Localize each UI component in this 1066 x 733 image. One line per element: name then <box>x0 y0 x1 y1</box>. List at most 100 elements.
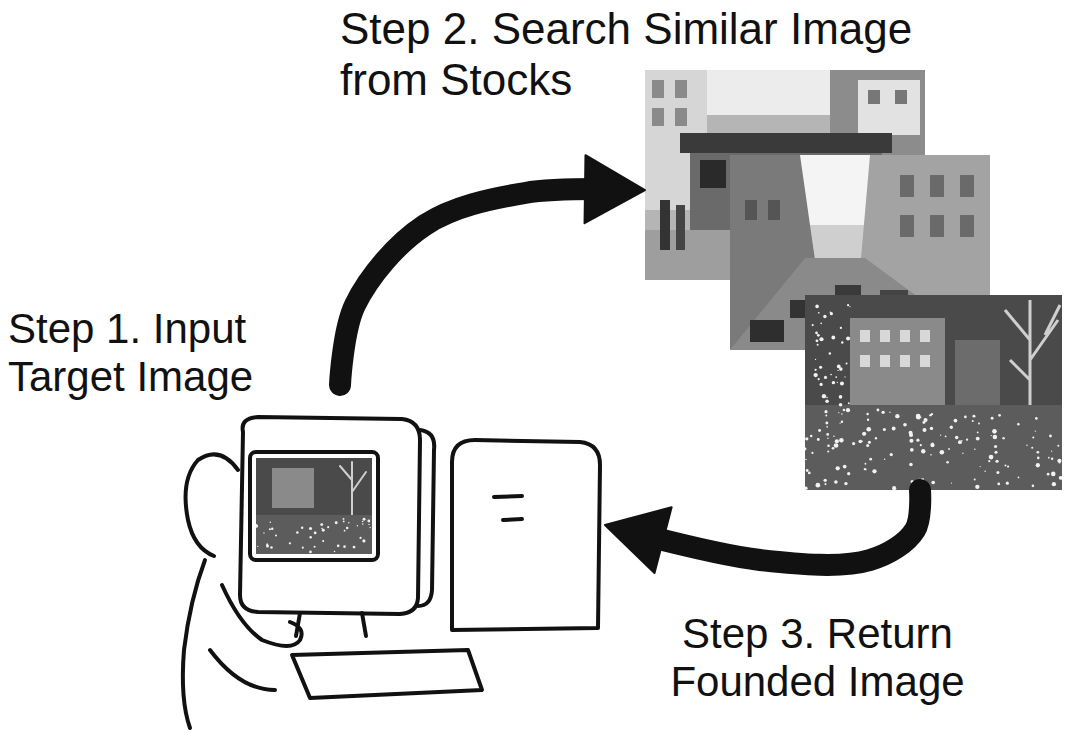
light-dot <box>989 455 994 460</box>
light-dot <box>816 483 821 488</box>
light-dot <box>994 451 997 454</box>
light-dot <box>815 359 816 360</box>
light-dot <box>321 528 323 530</box>
light-dot <box>945 436 947 438</box>
light-dot <box>869 458 872 461</box>
light-dot <box>832 381 835 384</box>
light-dot <box>353 546 356 549</box>
light-dot <box>852 442 855 445</box>
light-dot <box>921 449 925 453</box>
light-dot <box>362 523 364 525</box>
light-dot <box>996 471 999 474</box>
light-dot <box>930 454 932 456</box>
light-dot <box>994 445 997 448</box>
light-dot <box>813 373 817 377</box>
light-dot <box>863 433 866 436</box>
step-text: Step 2. Search Similar Image from Stocks <box>340 4 1010 105</box>
light-dot <box>847 472 850 475</box>
light-dot <box>334 551 336 553</box>
light-dot <box>830 374 832 376</box>
light-dot <box>834 443 839 448</box>
light-dot <box>808 472 811 475</box>
light-dot <box>974 449 976 451</box>
light-dot <box>296 531 299 534</box>
light-dot <box>831 336 835 340</box>
light-dot <box>834 480 838 484</box>
light-dot <box>335 521 338 524</box>
light-dot <box>872 469 876 473</box>
light-dot <box>816 339 819 342</box>
light-dot <box>972 420 974 422</box>
light-dot <box>848 402 850 404</box>
arrow-head <box>605 507 672 573</box>
light-dot <box>368 524 369 525</box>
light-dot <box>825 415 827 417</box>
light-dot <box>810 435 812 437</box>
light-dot <box>940 435 941 436</box>
light-dot <box>931 481 935 485</box>
light-dot <box>1002 437 1004 439</box>
monitor-stand <box>296 613 366 636</box>
light-dot <box>974 479 976 481</box>
light-dot <box>825 422 828 425</box>
light-dot <box>951 482 952 483</box>
tower <box>452 440 600 630</box>
light-dot <box>1037 451 1040 454</box>
light-dot <box>916 414 921 419</box>
light-dot <box>337 544 340 547</box>
person-arm <box>210 585 302 690</box>
light-dot <box>815 332 818 335</box>
light-dot <box>817 438 820 441</box>
light-dot <box>862 432 866 436</box>
brush-arrow <box>340 155 645 385</box>
light-dot <box>868 441 871 444</box>
step-text: Step 3. Return Founded Image <box>645 610 990 707</box>
light-dot <box>846 336 850 340</box>
light-dot <box>922 428 926 432</box>
light-dot <box>357 525 358 526</box>
light-dot <box>327 526 329 528</box>
light-dot <box>862 441 863 442</box>
light-dot <box>818 378 820 380</box>
light-dot <box>1035 431 1036 432</box>
light-dot <box>909 439 913 443</box>
light-dot <box>827 451 829 453</box>
light-dot <box>950 426 953 429</box>
light-dot <box>980 466 981 467</box>
light-dot <box>302 547 304 549</box>
light-dot <box>348 522 349 523</box>
light-dot <box>369 527 370 528</box>
light-dot <box>805 437 808 440</box>
light-dot <box>1005 464 1007 466</box>
light-dot <box>838 412 839 413</box>
light-dot <box>818 312 820 314</box>
light-dot <box>840 327 842 329</box>
light-dot <box>903 423 907 427</box>
light-dot <box>1036 463 1040 467</box>
light-dot <box>822 394 826 398</box>
light-dot <box>993 435 998 440</box>
light-dot <box>826 433 829 436</box>
light-dot <box>988 460 990 462</box>
light-dot <box>270 521 272 523</box>
light-dot <box>367 520 370 523</box>
light-dot <box>867 419 869 421</box>
light-dot <box>840 381 844 385</box>
light-dot <box>930 427 933 430</box>
light-dot <box>826 426 828 428</box>
light-dot <box>359 537 361 539</box>
light-dot <box>984 471 986 473</box>
light-dot <box>961 440 963 442</box>
light-dot <box>812 324 814 326</box>
light-dot <box>909 433 913 437</box>
light-dot <box>1047 473 1050 476</box>
light-dot <box>866 413 868 415</box>
light-dot <box>819 337 823 341</box>
light-dot <box>844 482 847 485</box>
light-dot <box>1007 466 1009 468</box>
light-dot <box>1057 445 1059 447</box>
light-dot <box>266 545 269 548</box>
light-dot <box>814 369 816 371</box>
light-dot <box>830 312 832 314</box>
light-dot <box>343 518 345 520</box>
